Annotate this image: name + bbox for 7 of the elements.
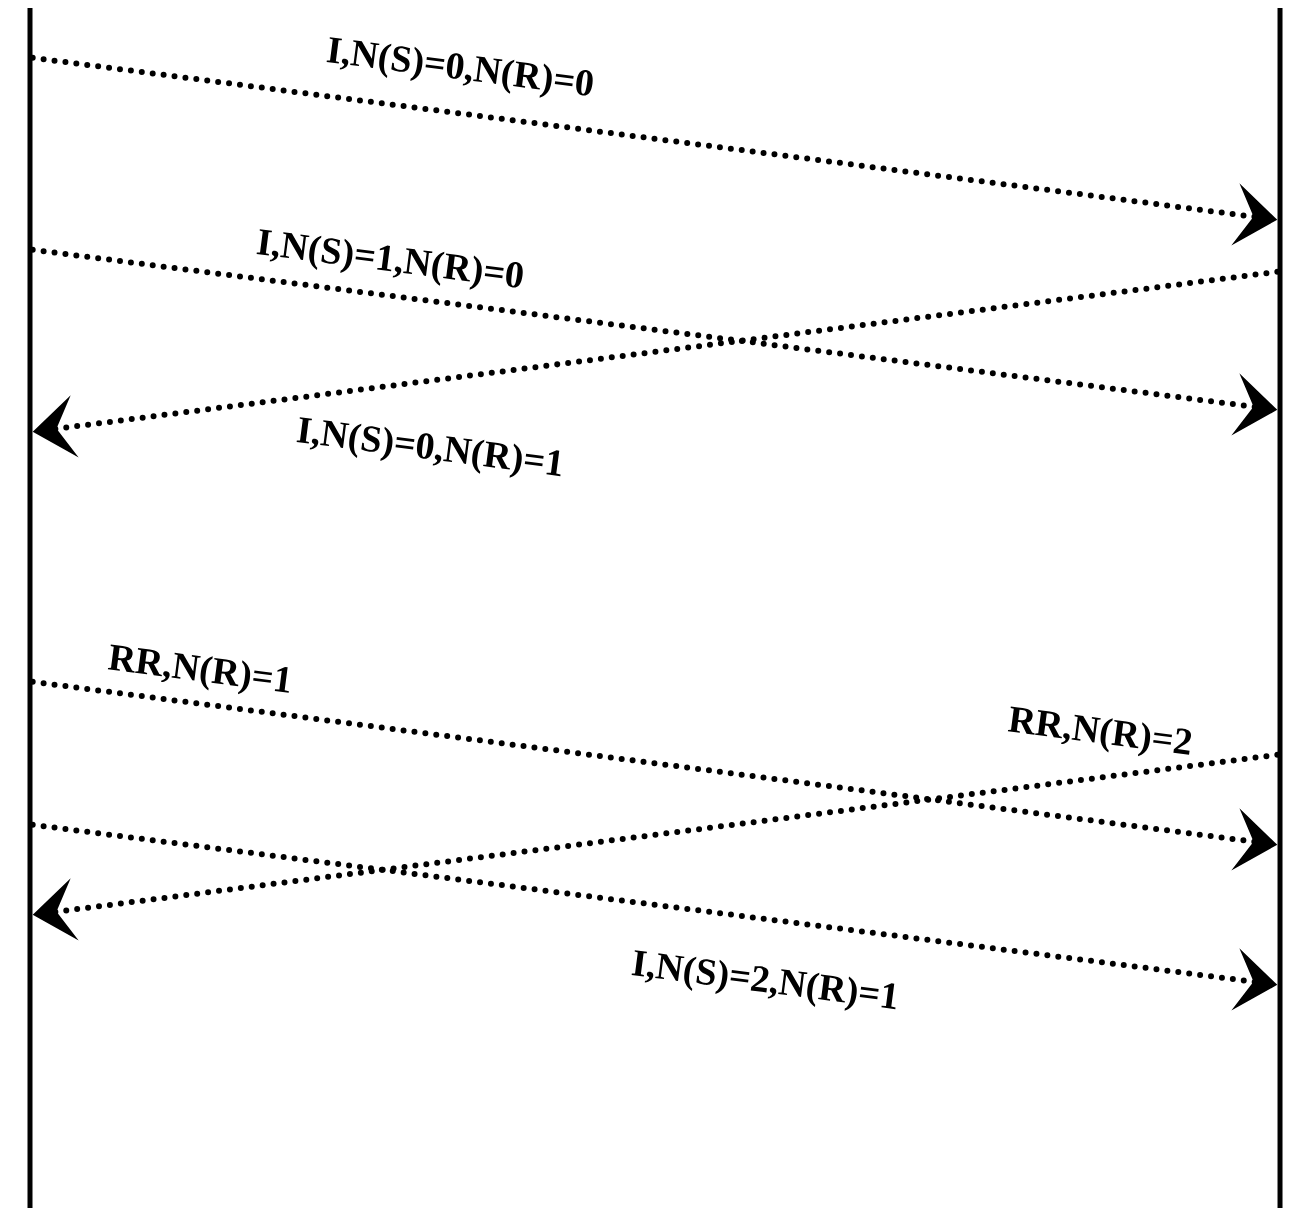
message-label: I,N(S)=0,N(R)=1 [296, 417, 561, 478]
message-label: RR,N(R)=2 [1007, 706, 1192, 757]
message-label: I,N(S)=1,N(R)=0 [256, 229, 523, 290]
message-label: I,N(S)=2,N(R)=1 [631, 950, 896, 1011]
lifeline [1277, 8, 1283, 1208]
message-label: RR,N(R)=1 [107, 644, 289, 695]
message-label: I,N(S)=0,N(R)=0 [326, 37, 593, 98]
